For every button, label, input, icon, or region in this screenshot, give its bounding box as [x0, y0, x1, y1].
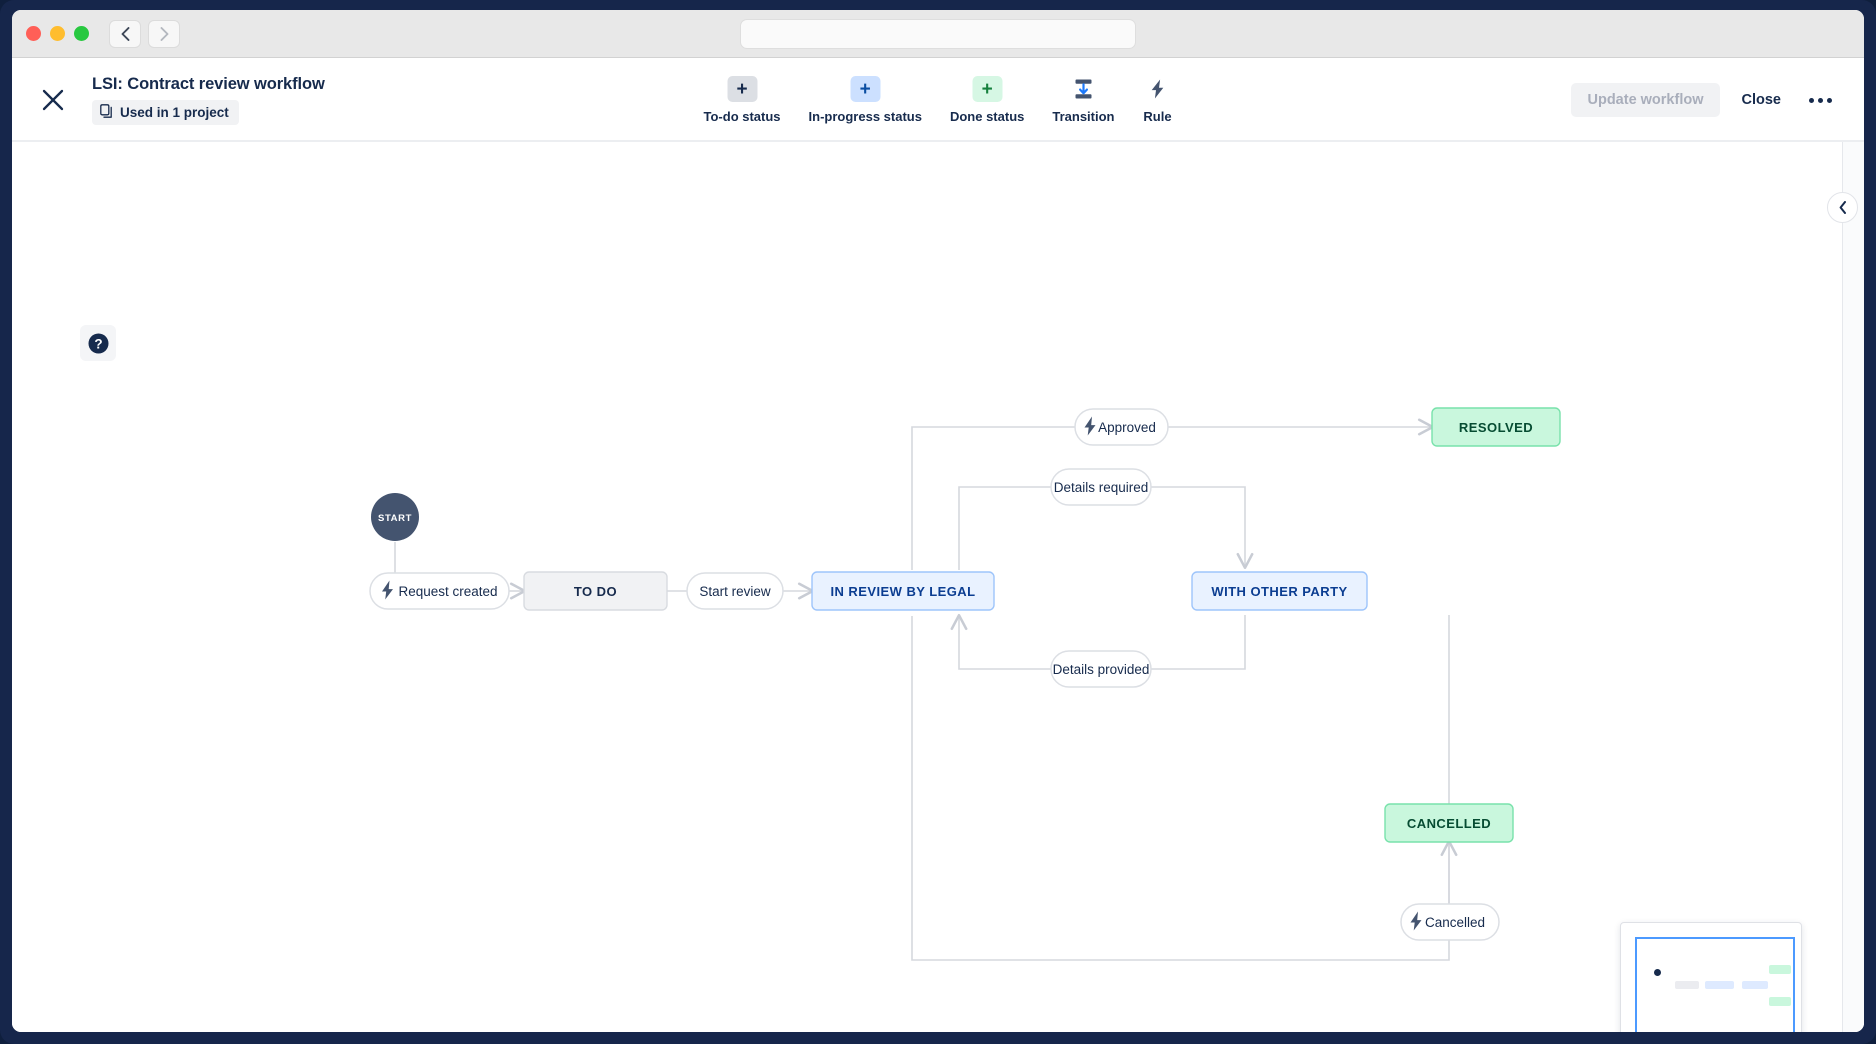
header-actions: Update workflow Close [1571, 83, 1838, 117]
workflow-toolbar: + To-do status + In-progress status + Do… [704, 76, 1173, 124]
status-node-label: IN REVIEW BY LEGAL [830, 584, 975, 599]
tool-label: Done status [949, 109, 1025, 124]
transition-pill-approved[interactable]: Approved [1074, 408, 1169, 446]
browser-window: LSI: Contract review workflow Used in 1 … [12, 10, 1864, 1032]
back-button[interactable] [109, 19, 141, 48]
transition-pill-details-provided[interactable]: Details provided [1050, 650, 1152, 688]
transition-pill-request-created[interactable]: Request created [369, 572, 510, 610]
minimap-node [1675, 981, 1699, 989]
add-todo-status-button[interactable]: + To-do status [704, 76, 781, 124]
lightning-bolt-icon [1410, 911, 1422, 931]
transition-label: Request created [398, 584, 497, 599]
status-node-label: TO DO [574, 584, 617, 599]
close-window-button[interactable] [26, 26, 41, 41]
collapse-panel-button[interactable] [1827, 192, 1858, 223]
right-rail [1827, 142, 1864, 1032]
status-node-cancelled[interactable] [1384, 803, 1514, 843]
app-header: LSI: Contract review workflow Used in 1 … [12, 58, 1864, 142]
add-done-status-button[interactable]: + Done status [950, 76, 1024, 124]
window-traffic-lights [26, 26, 89, 41]
update-workflow-button[interactable]: Update workflow [1571, 83, 1720, 117]
plus-icon: + [727, 76, 758, 102]
transition-label: Approved [1098, 420, 1156, 435]
chevron-left-icon [1839, 201, 1846, 214]
page-title: LSI: Contract review workflow [92, 75, 325, 93]
status-node-label: CANCELLED [1407, 816, 1491, 831]
transition-label: Start review [699, 584, 771, 599]
start-node-label: START [378, 513, 412, 524]
status-node-resolved[interactable] [1431, 407, 1561, 447]
tool-label: Transition [1052, 109, 1115, 124]
workflow-diagram: START TO DO IN REVIEW BY LEGAL WITH OTHE… [369, 407, 1561, 961]
workflow-minimap[interactable] [1620, 922, 1802, 1032]
start-node[interactable] [371, 493, 419, 541]
status-node-todo[interactable] [523, 571, 668, 611]
tool-label: In-progress status [808, 109, 922, 124]
tool-label: Rule [1143, 109, 1172, 124]
transition-pill-details-required[interactable]: Details required [1050, 468, 1152, 506]
browser-chrome [12, 10, 1864, 58]
status-node-in-review-by-legal[interactable] [811, 571, 995, 611]
workflow-canvas[interactable]: ? [12, 142, 1842, 1032]
tool-label: To-do status [703, 109, 781, 124]
transition-pill-cancelled[interactable]: Cancelled [1400, 903, 1500, 941]
minimap-viewport[interactable] [1635, 937, 1795, 1032]
lightning-bolt-icon [1142, 76, 1172, 102]
svg-text:?: ? [94, 336, 102, 351]
minimap-node [1654, 969, 1661, 976]
plus-icon: + [972, 76, 1003, 102]
minimap-node [1705, 981, 1734, 989]
minimap-node [1769, 965, 1791, 974]
more-options-icon[interactable] [1803, 88, 1838, 113]
used-in-label: Used in 1 project [120, 105, 229, 120]
status-node-label: RESOLVED [1459, 420, 1533, 435]
help-question-icon[interactable]: ? [80, 325, 116, 361]
maximize-window-button[interactable] [74, 26, 89, 41]
transition-label: Details provided [1053, 662, 1150, 677]
add-inprogress-status-button[interactable]: + In-progress status [809, 76, 922, 124]
add-rule-button[interactable]: Rule [1142, 76, 1172, 124]
copy-icon [100, 104, 113, 121]
browser-nav-buttons [109, 19, 180, 48]
canvas-area: ? [12, 142, 1864, 1032]
plus-icon: + [850, 76, 881, 102]
status-node-with-other-party[interactable] [1191, 571, 1368, 611]
title-block: LSI: Contract review workflow Used in 1 … [92, 75, 325, 125]
transition-label: Details required [1054, 480, 1149, 495]
address-bar[interactable] [740, 18, 1136, 49]
used-in-badge[interactable]: Used in 1 project [92, 100, 239, 125]
transition-pill-start-review[interactable]: Start review [686, 572, 784, 610]
close-button[interactable]: Close [1734, 83, 1790, 117]
transition-label: Cancelled [1425, 915, 1485, 930]
header-divider [12, 140, 1864, 142]
minimap-node [1742, 981, 1768, 989]
minimap-node [1769, 997, 1791, 1006]
status-node-label: WITH OTHER PARTY [1211, 584, 1347, 599]
lightning-bolt-icon [1084, 416, 1096, 436]
minimize-window-button[interactable] [50, 26, 65, 41]
transition-icon [1068, 76, 1098, 102]
add-transition-button[interactable]: Transition [1052, 76, 1114, 124]
lightning-bolt-icon [382, 580, 393, 600]
close-x-icon[interactable] [36, 83, 70, 117]
forward-button[interactable] [148, 19, 180, 48]
